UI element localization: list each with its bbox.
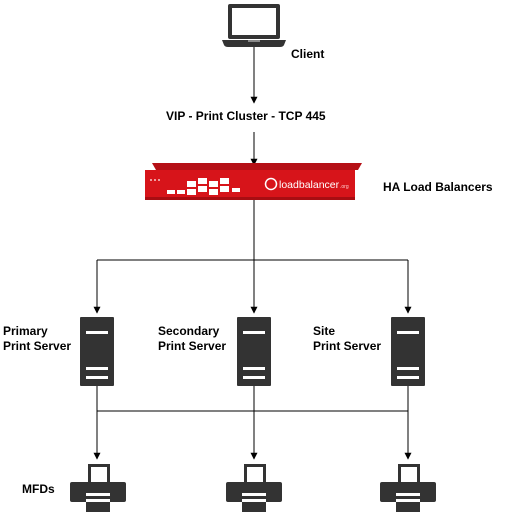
site-server-label: Site Print Server [313, 324, 381, 354]
secondary-server-label-line2: Print Server [158, 339, 227, 353]
site-server-label-line1: Site [313, 324, 336, 338]
brand-suffix-text: .org [340, 184, 349, 190]
load-balancer-label: HA Load Balancers [383, 180, 493, 194]
site-server-label-line2: Print Server [313, 339, 382, 353]
printer-icon [226, 464, 282, 512]
server-icon [80, 317, 114, 386]
primary-server-label-line2: Print Server [3, 339, 72, 353]
primary-server-label: Primary Print Server [3, 324, 71, 354]
laptop-icon [222, 4, 286, 47]
server-icon [391, 317, 425, 386]
mfds-label: MFDs [22, 482, 55, 496]
secondary-server-label: Secondary Print Server [158, 324, 226, 354]
client-label: Client [291, 47, 325, 61]
brand-text: loadbalancer [279, 179, 340, 191]
secondary-server-label-line1: Secondary [158, 324, 220, 338]
connectors [93, 47, 412, 460]
loadbalancer-logo-icon [264, 177, 278, 191]
server-icon [237, 317, 271, 386]
port-blocks-icon [167, 178, 240, 195]
printer-icon [380, 464, 436, 512]
load-balancer-appliance: loadbalancer .org [145, 163, 362, 200]
vip-label: VIP - Print Cluster - TCP 445 [166, 109, 326, 123]
primary-server-label-line1: Primary [3, 324, 48, 338]
printer-icon [70, 464, 126, 512]
